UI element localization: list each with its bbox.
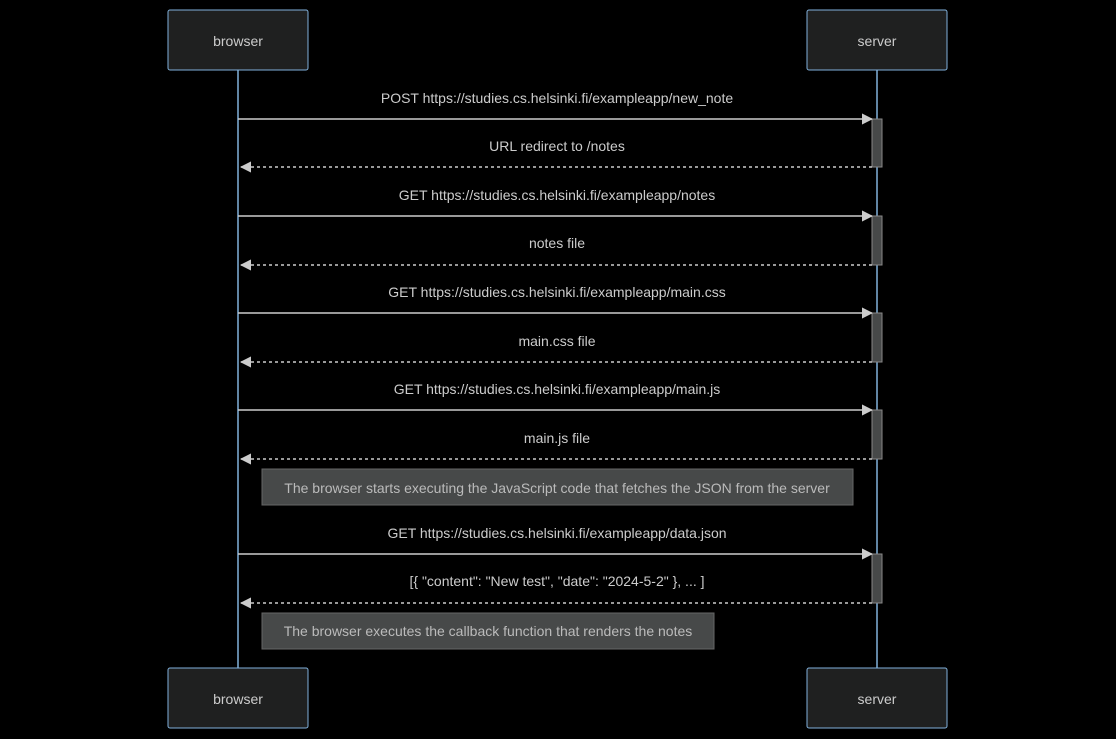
activation-bar	[871, 553, 883, 604]
message-label: [{ "content": "New test", "date": "2024-…	[409, 573, 704, 589]
activation-bar	[871, 409, 883, 460]
message-label: main.js file	[524, 430, 590, 446]
activation-bar	[871, 215, 883, 266]
activation-bar	[871, 118, 883, 168]
message-label: GET https://studies.cs.helsinki.fi/examp…	[394, 381, 721, 397]
note-text: The browser starts executing the JavaScr…	[284, 480, 830, 496]
message-label: main.css file	[518, 333, 595, 349]
message-label: URL redirect to /notes	[489, 138, 625, 154]
note: The browser executes the callback functi…	[261, 612, 715, 650]
note-text: The browser executes the callback functi…	[284, 623, 693, 639]
actor-label: server	[858, 691, 897, 707]
message-label: GET https://studies.cs.helsinki.fi/examp…	[388, 284, 725, 300]
activation-bar	[871, 312, 883, 363]
actor-browser-bottom: browser	[167, 667, 309, 729]
message-label: POST https://studies.cs.helsinki.fi/exam…	[381, 90, 733, 106]
message-label: GET https://studies.cs.helsinki.fi/examp…	[387, 525, 726, 541]
message-label: GET https://studies.cs.helsinki.fi/examp…	[399, 187, 715, 203]
message-label: notes file	[529, 235, 585, 251]
note: The browser starts executing the JavaScr…	[261, 468, 854, 506]
actor-label: server	[858, 33, 897, 49]
actor-server-bottom: server	[806, 667, 948, 729]
actor-browser-top: browser	[167, 9, 309, 71]
actor-label: browser	[213, 33, 263, 49]
actor-label: browser	[213, 691, 263, 707]
actor-server-top: server	[806, 9, 948, 71]
